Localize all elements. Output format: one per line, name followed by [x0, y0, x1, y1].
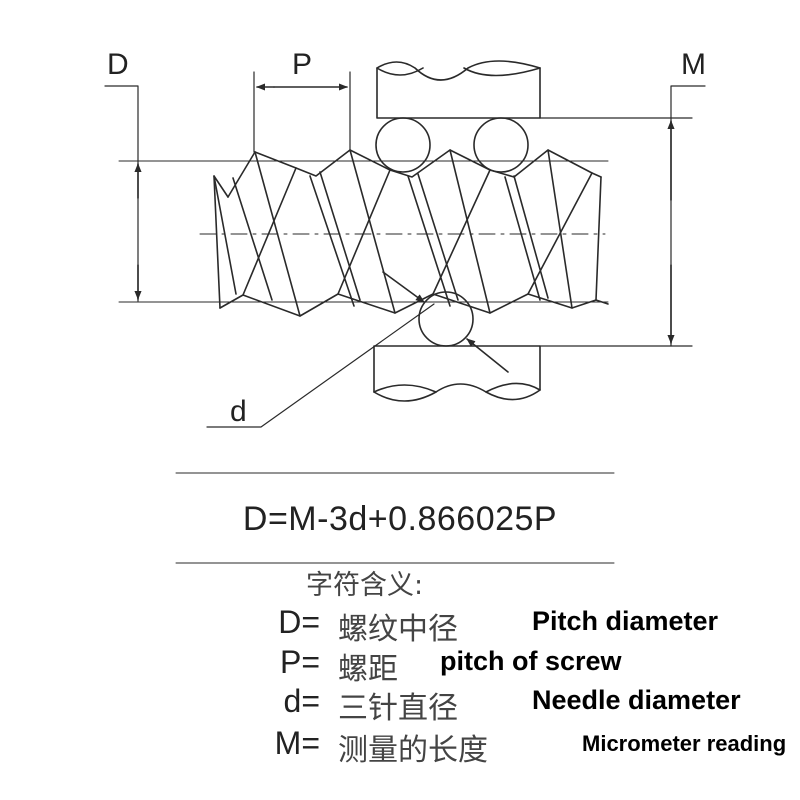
legend-heading: 字符含义: — [306, 570, 424, 601]
upper-anvil — [376, 60, 541, 119]
formula: D=M-3d+0.866025P — [242, 500, 558, 538]
legend-english: Needle diameter — [532, 685, 741, 715]
lower-anvil — [373, 345, 541, 402]
label-D: D — [107, 48, 129, 81]
lower-wire — [418, 291, 474, 347]
legend-chinese: 螺距 — [338, 652, 398, 687]
legend-symbol: d= — [283, 683, 320, 719]
label-M: M — [681, 48, 706, 81]
legend-item-P: P= 螺距 pitch of screw — [0, 644, 800, 687]
reference-lines — [118, 160, 609, 303]
legend-english: pitch of screw — [440, 646, 622, 676]
legend-chinese: 测量的长度 — [338, 733, 488, 768]
legend-symbol: D= — [278, 604, 320, 640]
legend-english: Micrometer reading — [582, 731, 787, 756]
legend-chinese: 螺纹中径 — [338, 612, 458, 647]
legend-item-d: d= 三针直径 Needle diameter — [0, 683, 800, 726]
legend-english: Pitch diameter — [532, 606, 719, 636]
legend-item-D: D= 螺纹中径 Pitch diameter — [0, 604, 800, 647]
upper-right-wire — [473, 117, 529, 173]
dimension-d — [206, 271, 509, 428]
dimension-D — [104, 85, 142, 302]
dimension-P — [253, 71, 351, 153]
dimension-M — [539, 85, 706, 347]
label-d: d — [230, 395, 247, 428]
legend-chinese: 三针直径 — [338, 691, 458, 726]
legend-symbol: M= — [274, 725, 320, 761]
legend-symbol: P= — [279, 644, 320, 680]
screw-thread — [213, 149, 609, 317]
legend-item-M: M= 测量的长度 Micrometer reading — [0, 725, 800, 768]
measuring-wires — [375, 117, 529, 347]
label-P: P — [292, 48, 312, 81]
upper-left-wire — [375, 117, 431, 173]
